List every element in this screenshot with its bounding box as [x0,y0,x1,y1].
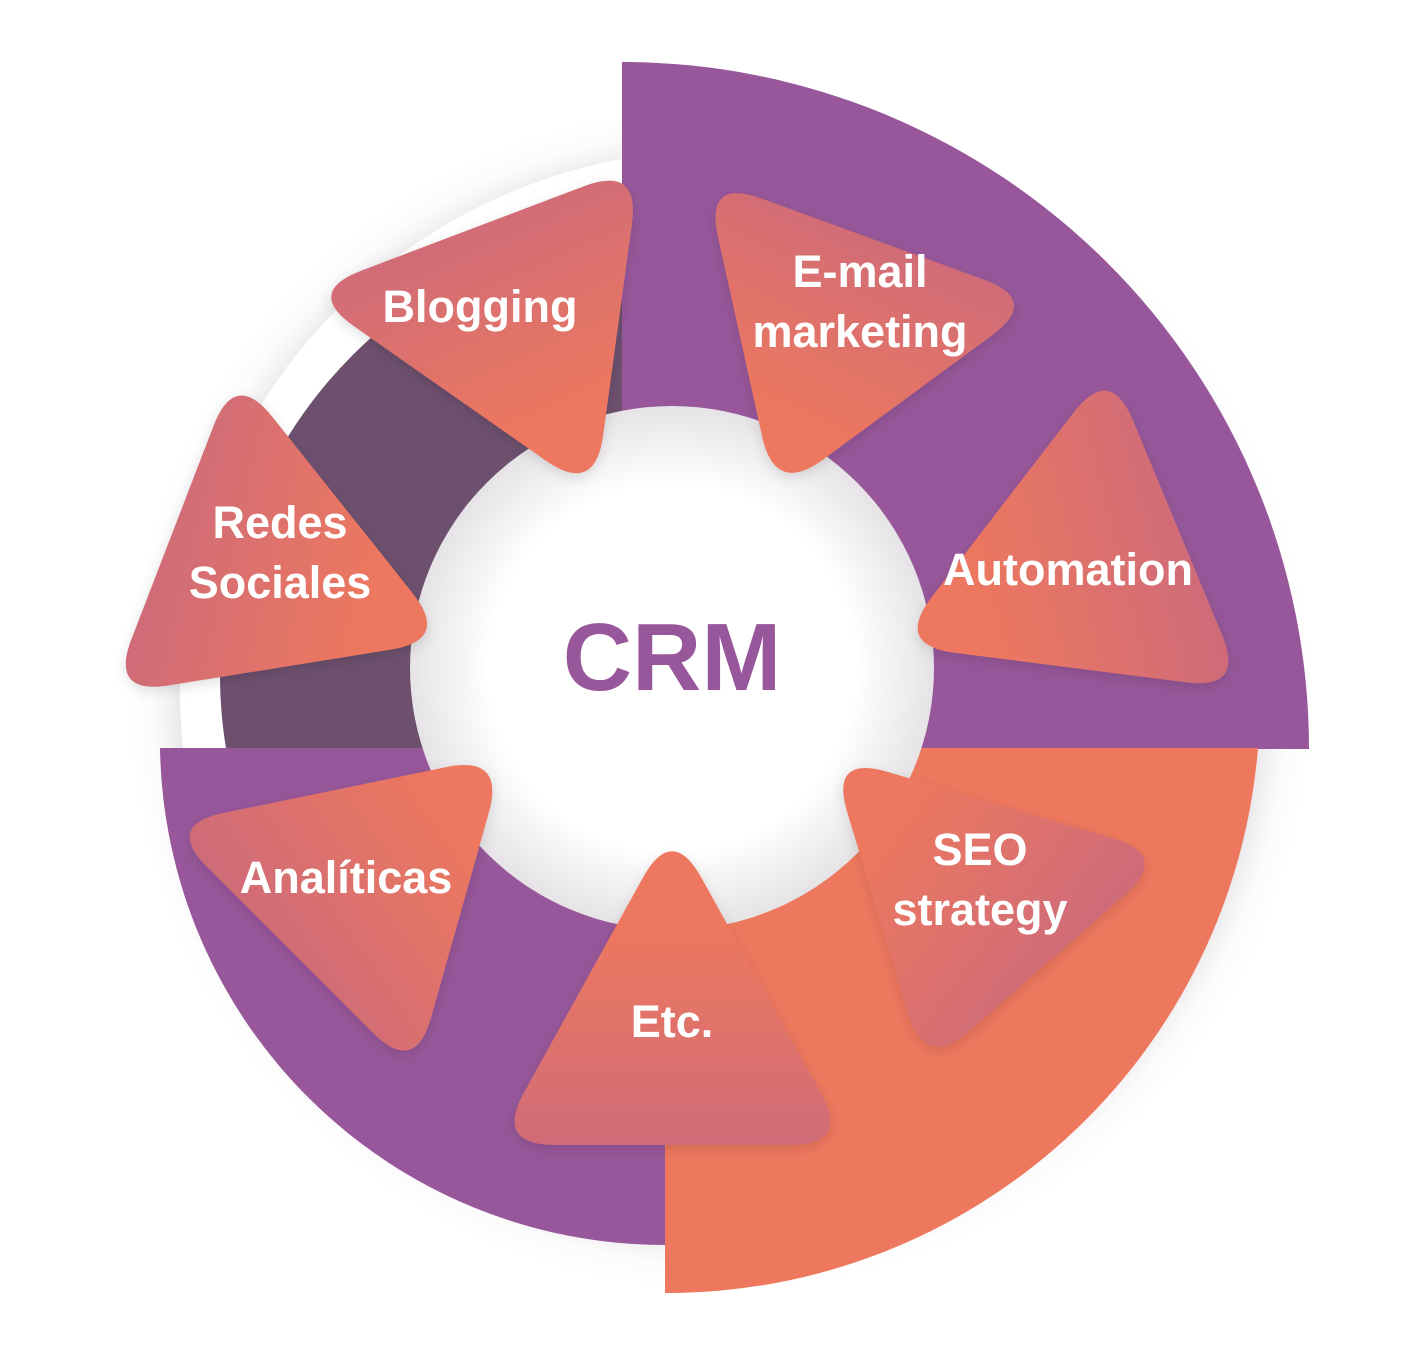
segment-triangle-analiticas [189,765,493,1051]
segment-label-line: marketing [752,306,968,357]
segment-label-etc: Etc. [631,992,714,1052]
segment-label-seo-strategy: SEO strategy [892,820,1067,940]
segment-label-line: Redes [212,497,348,548]
segment-triangle-email-marketing [715,193,1014,473]
segment-label-redes-sociales: Redes Sociales [189,493,372,613]
segment-label-analiticas: Analíticas [240,848,453,908]
segment-label-line: Blogging [382,281,578,332]
segment-label-line: Automation [943,544,1193,595]
segment-triangle-blogging [331,180,633,474]
segment-triangle-automation [917,390,1229,684]
segment-label-line: E-mail [792,246,928,297]
center-hole [410,406,934,930]
segment-label-email-marketing: E-mail marketing [752,242,967,362]
center-label: CRM [562,604,782,711]
segment-label-line: Sociales [188,557,372,608]
segment-triangle-redes-sociales [125,395,428,687]
segment-label-line: Analíticas [239,852,453,903]
segment-triangle-etc [514,851,831,1145]
segment-label-line: SEO [932,824,1028,875]
segment-triangle-seo-strategy [843,768,1145,1047]
segment-label-line: Etc. [630,996,714,1047]
segment-label-automation: Automation [943,540,1193,600]
segment-label-blogging: Blogging [383,277,578,337]
segment-label-line: strategy [892,884,1068,935]
